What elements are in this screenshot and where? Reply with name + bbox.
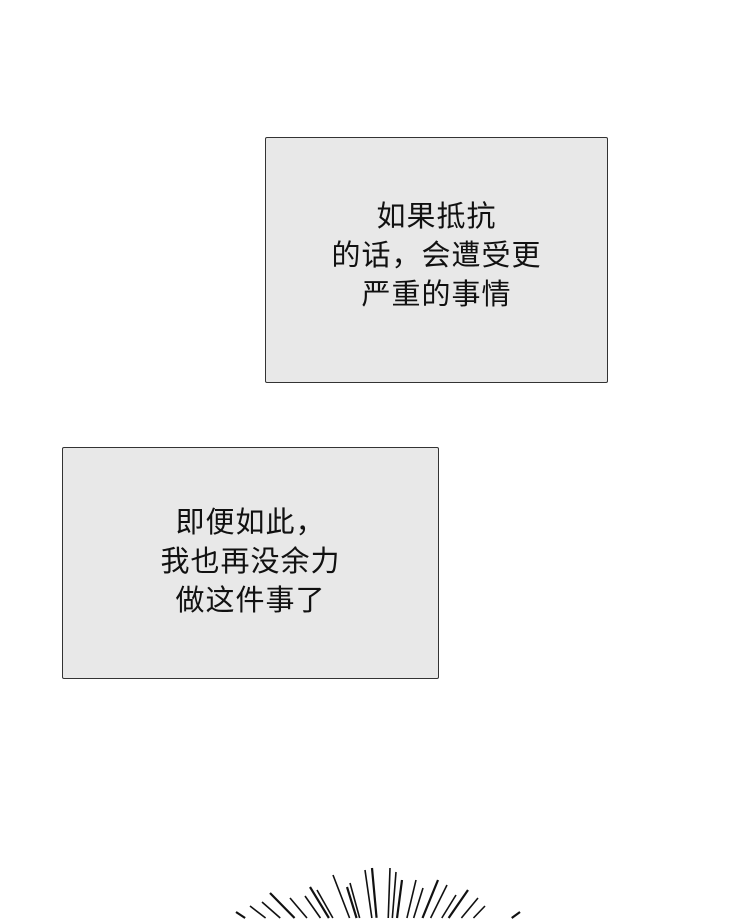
- speed-line: [349, 882, 361, 919]
- speed-line: [309, 886, 330, 919]
- speed-line: [511, 911, 521, 919]
- speed-line: [421, 879, 440, 919]
- speed-line: [370, 867, 378, 918]
- speed-line: [429, 884, 448, 919]
- speed-line: [289, 897, 308, 919]
- speed-line: [249, 905, 267, 919]
- speed-line: [441, 894, 457, 919]
- speed-line: [412, 887, 424, 919]
- caption-text: 如果抵抗 的话，会遭受更 严重的事情: [331, 197, 541, 314]
- speed-line: [345, 886, 358, 919]
- speed-line: [406, 879, 417, 919]
- speed-line: [387, 867, 391, 919]
- caption-box-2: 即便如此， 我也再没余力 做这件事了: [62, 447, 439, 679]
- caption-line: 严重的事情: [361, 276, 512, 311]
- speed-line: [261, 901, 281, 919]
- speed-line: [395, 879, 404, 919]
- speed-line: [269, 892, 296, 919]
- caption-line: 如果抵抗: [376, 198, 497, 233]
- speed-line: [316, 889, 334, 919]
- speed-line: [235, 911, 246, 919]
- caption-line: 即便如此，: [175, 505, 326, 539]
- speed-line: [391, 871, 397, 919]
- speed-line: [364, 869, 373, 919]
- speed-line: [332, 874, 351, 919]
- speed-line: [472, 905, 486, 919]
- caption-line: 我也再没余力: [160, 544, 341, 578]
- caption-box-1: 如果抵抗 的话，会遭受更 严重的事情: [265, 137, 608, 383]
- caption-line: 做这件事了: [175, 583, 326, 617]
- speed-line: [447, 889, 469, 919]
- speed-line: [304, 895, 322, 919]
- caption-line: 的话，会遭受更: [331, 237, 542, 272]
- speed-line: [460, 897, 479, 919]
- caption-text: 即便如此， 我也再没余力 做这件事了: [160, 503, 340, 620]
